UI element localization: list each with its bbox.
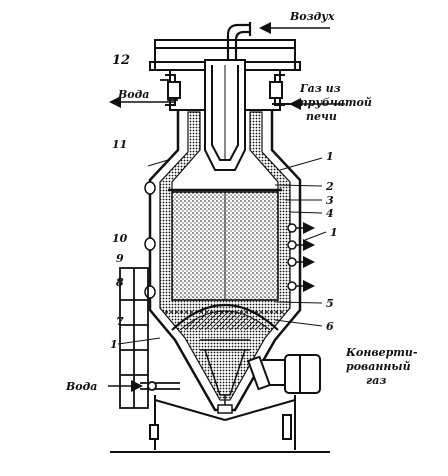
label-gaz-2: трубчатой <box>296 96 372 109</box>
callout-6: 6 <box>326 320 334 333</box>
callout-8: 8 <box>116 276 124 289</box>
lower-cone <box>200 339 250 414</box>
label-voda-bottom: Вода <box>65 380 97 393</box>
label-vozduh: Воздух <box>289 10 335 23</box>
label-konv-1: Конверти- <box>345 346 418 359</box>
label-konv-2: рованный <box>346 360 411 373</box>
callout-11: 11 <box>112 138 127 151</box>
water-bottom-pipe <box>140 381 180 391</box>
callout-1-right: 1 <box>330 226 338 239</box>
outlet-pipe <box>246 354 321 394</box>
leader-lines <box>117 157 327 345</box>
support-dome-inner <box>179 310 271 331</box>
callout-1-left: 1 <box>110 338 118 351</box>
mixer-neck <box>204 59 246 171</box>
water-jacket <box>119 267 149 409</box>
label-gaz-3: печи <box>306 110 337 123</box>
callout-10: 10 <box>112 232 128 245</box>
support-frame <box>110 395 330 453</box>
label-gaz-1: Газ из <box>299 82 341 95</box>
right-port-arrows <box>296 222 315 292</box>
support-dome <box>171 303 279 331</box>
callout-7: 7 <box>116 315 124 328</box>
callout-9: 9 <box>116 252 124 265</box>
callout-2: 2 <box>325 180 334 193</box>
label-voda-top: Вода <box>117 88 149 101</box>
label-konv-3: газ <box>366 374 386 387</box>
callout-12: 12 <box>112 53 130 68</box>
top-cap <box>149 39 301 111</box>
water-pipe-top <box>160 79 178 101</box>
callout-5: 5 <box>326 297 334 310</box>
air-pipe <box>226 22 252 75</box>
callout-4: 4 <box>326 207 334 220</box>
left-peepholes <box>144 181 156 299</box>
callout-1-top: 1 <box>326 150 334 163</box>
callout-3: 3 <box>326 194 334 207</box>
